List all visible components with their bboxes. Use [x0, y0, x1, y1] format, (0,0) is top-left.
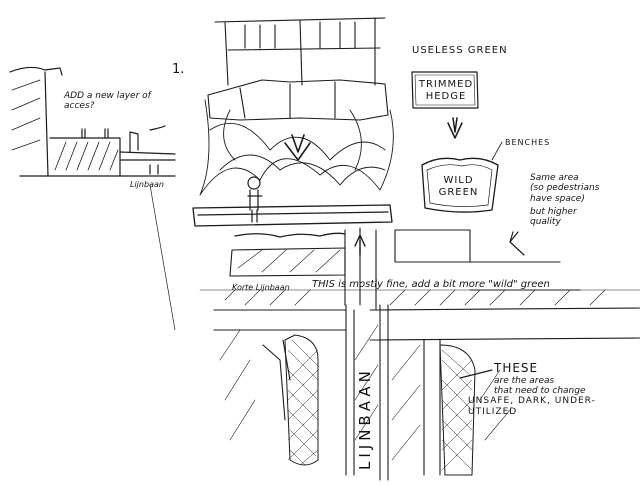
benches-label: BENCHES — [505, 138, 551, 147]
wild-green-label: WILD GREEN — [438, 175, 479, 198]
person-icon — [247, 176, 263, 223]
side-note: Same area (so pedestrians have space) bu… — [530, 173, 610, 228]
callout-line: that need to change — [494, 386, 586, 397]
crosshatch — [287, 339, 473, 471]
page-number: 1. — [172, 62, 185, 77]
down-arrow-icon-2 — [447, 117, 463, 139]
wild-green-scribble — [199, 99, 394, 196]
callout-pointer — [459, 369, 493, 379]
hatching — [219, 324, 511, 461]
street-label-lijnbaan: Lijnbaan — [130, 180, 164, 189]
street-label-lijnbaan-main: LIJNBAAN — [356, 367, 374, 470]
side-note-line: (so pedestrians — [530, 183, 600, 194]
callout-line: UTILIZED — [468, 406, 518, 417]
section-question: ADD a new layer of acces? — [64, 91, 151, 112]
section-sketch — [9, 66, 176, 331]
callout-note: THESE are the areas that need to change … — [468, 361, 596, 417]
wild-green-box — [421, 157, 499, 213]
street-label-korte-lijnbaan: Korte Lijnbaan — [232, 283, 290, 292]
side-note-line: but higher quality — [530, 207, 577, 228]
plan-sketch — [199, 227, 640, 481]
useless-green-label: USELESS GREEN — [412, 45, 508, 56]
side-note-line: have space) — [530, 193, 585, 204]
callout-line: UNSAFE, DARK, UNDER- — [468, 396, 596, 407]
callout-line: are the areas — [494, 375, 555, 386]
bench-sketch — [192, 204, 393, 238]
hedge-box — [411, 71, 479, 109]
side-note-line: Same area — [530, 173, 579, 183]
callout-title: THESE — [494, 361, 539, 375]
plan-comment: THIS is mostly fine, add a bit more "wil… — [312, 279, 550, 290]
trimmed-hedge-label: TRIMMED HEDGE — [418, 79, 474, 102]
building-sketch — [207, 17, 389, 121]
down-arrow-icon — [284, 134, 311, 161]
